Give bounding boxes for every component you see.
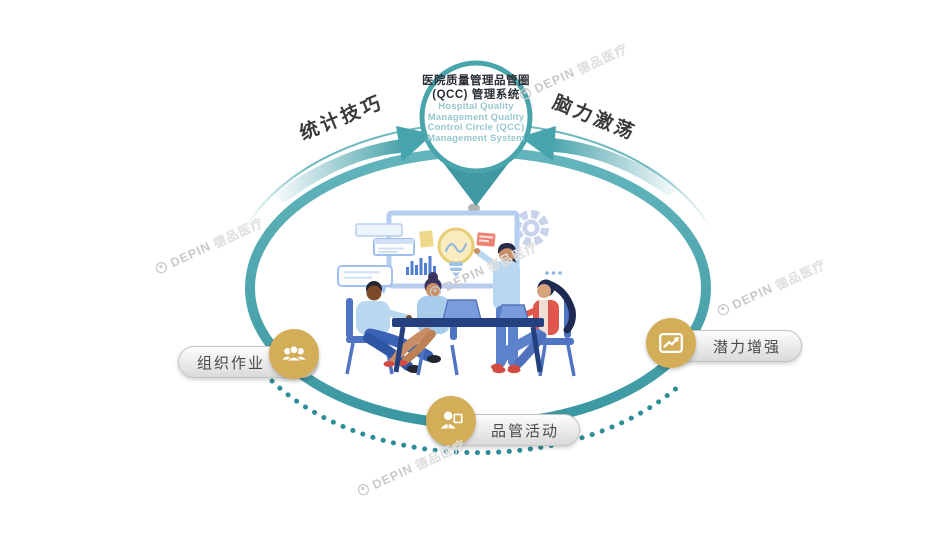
lightbulb-icon bbox=[437, 227, 475, 277]
board-bar-chart bbox=[406, 256, 436, 275]
sticky-note-red bbox=[476, 232, 496, 247]
gear-icon bbox=[513, 210, 549, 246]
left-curved-arrow bbox=[270, 126, 433, 202]
activity-node-circle bbox=[426, 396, 476, 446]
ellipsis-dots bbox=[545, 271, 562, 275]
team-meeting-illustration bbox=[337, 210, 576, 377]
person-computer-icon bbox=[440, 411, 463, 429]
node-label-organize: 组织作业 bbox=[196, 354, 265, 372]
team-icon bbox=[282, 345, 306, 362]
node-label-potential: 潜力增强 bbox=[712, 338, 781, 356]
sticky-note-yellow bbox=[419, 230, 434, 248]
organize-node-circle bbox=[269, 329, 319, 379]
center-pin bbox=[419, 60, 533, 213]
potential-node-circle bbox=[646, 318, 696, 368]
dotted-orbit-arc bbox=[269, 378, 683, 456]
pin-circle bbox=[419, 60, 533, 174]
growth-chart-icon bbox=[659, 332, 683, 354]
floating-window bbox=[355, 223, 415, 256]
meeting-table bbox=[392, 318, 544, 373]
speech-bubble bbox=[337, 265, 393, 294]
pin-shadow-dot bbox=[468, 203, 480, 213]
node-label-activity: 品管活动 bbox=[490, 422, 559, 440]
